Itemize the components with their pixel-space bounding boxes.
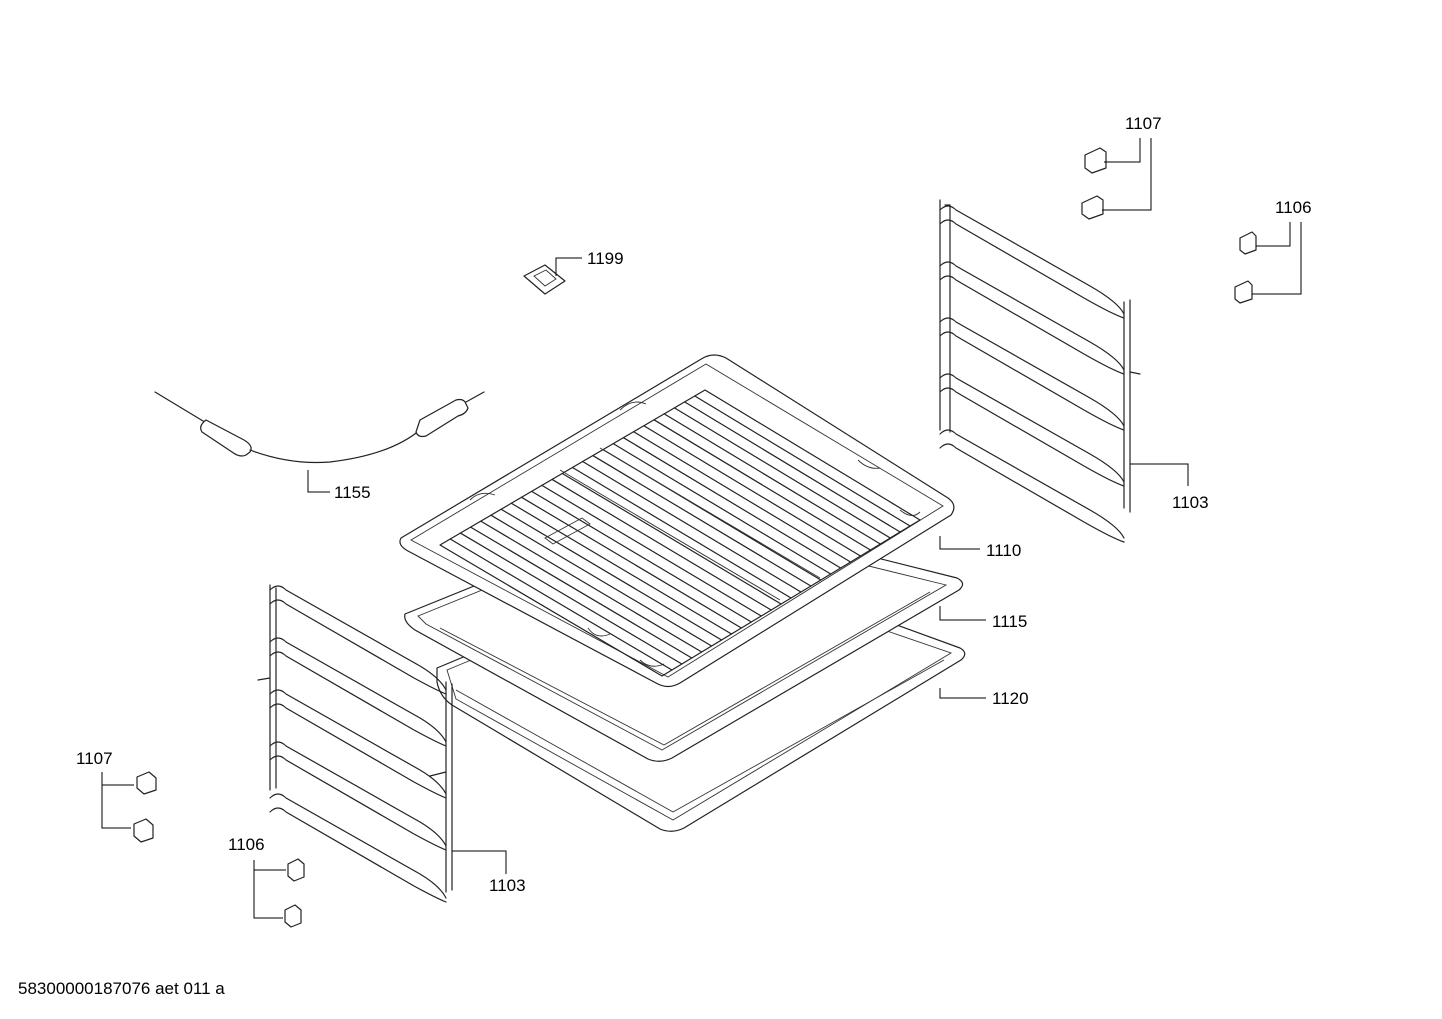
brackets-bottom-left [133,771,305,928]
callout-1120: 1120 [992,689,1029,708]
callout-1110: 1110 [986,541,1021,560]
callout-1103-right: 1103 [1172,493,1209,512]
callout-1115: 1115 [992,612,1027,631]
brackets-top-right [1081,147,1257,304]
callout-1106-top: 1106 [1275,198,1312,217]
right-shelf-support [939,199,1141,543]
left-shelf-support [257,584,453,903]
callout-1106-bottom: 1106 [228,835,265,854]
rack-wires [449,395,911,671]
leader-lines [101,138,1302,919]
callout-1155: 1155 [334,483,371,502]
callout-1199: 1199 [587,249,624,268]
document-id: 58300000187076 aet 011 a [18,979,225,998]
right-runners [939,205,1125,543]
meat-probe [154,391,485,464]
callout-1107-top: 1107 [1125,114,1162,133]
clip-1199 [523,264,566,295]
callout-1103-left: 1103 [489,876,526,895]
callout-1107-bottom: 1107 [76,749,113,768]
left-runners [269,585,447,903]
wire-rack [399,354,955,688]
